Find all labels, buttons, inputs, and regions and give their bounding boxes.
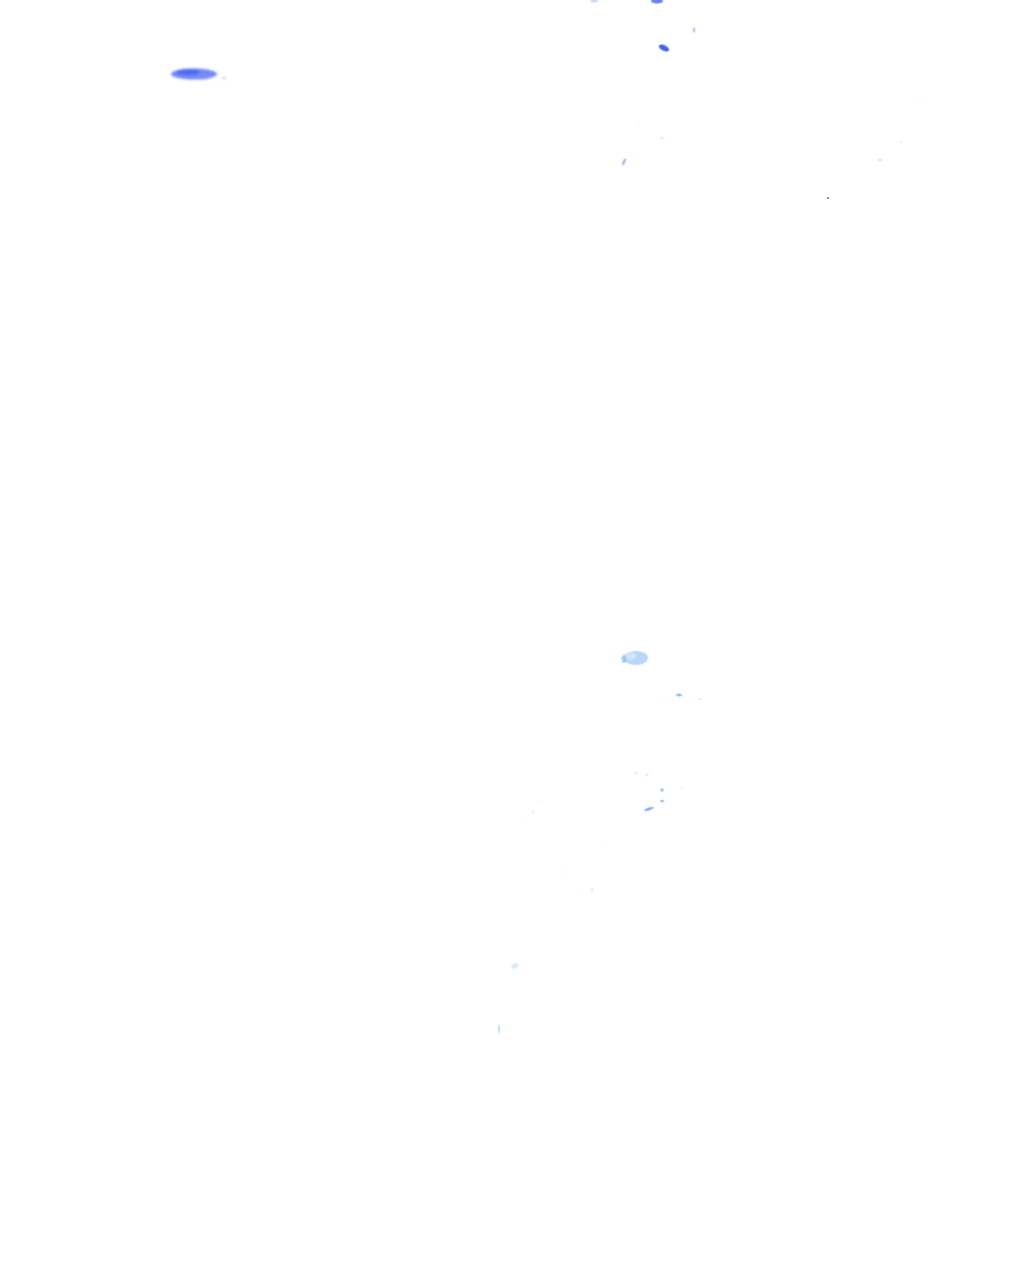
paint-drop-trail-lower	[498, 772, 683, 1034]
paint-splash-middle	[621, 651, 702, 701]
paint-speck-cluster-top	[590, 0, 696, 166]
paint-smear-large	[171, 68, 226, 80]
paint-speck-scatter-right	[827, 100, 921, 199]
